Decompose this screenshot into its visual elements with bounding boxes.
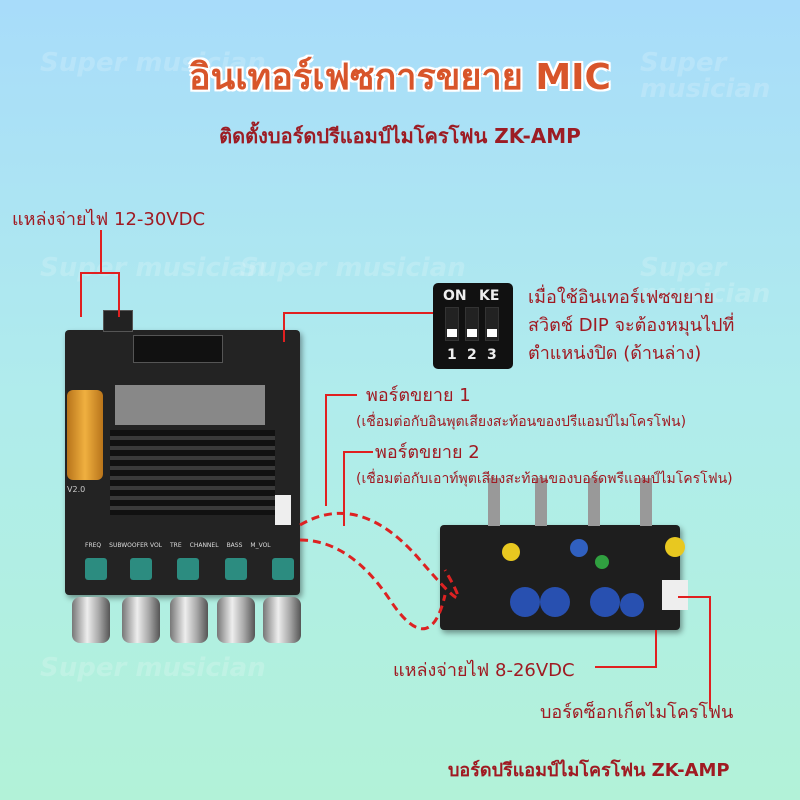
dip-number: 3 — [487, 347, 497, 363]
port2-label: พอร์ตขยาย 2 — [375, 442, 480, 463]
capacitor — [67, 390, 103, 480]
dip-switch-2[interactable] — [465, 307, 479, 341]
watermark: Super musician — [640, 253, 771, 309]
callout-line — [655, 630, 657, 668]
power-main-label: แหล่งจ่ายไฟ 12-30VDC — [12, 209, 206, 230]
dip-switch-1[interactable] — [445, 307, 459, 341]
knob-label: TRE — [170, 542, 182, 549]
watermark: Super musician — [40, 48, 266, 78]
knob-label: BASS — [226, 542, 243, 549]
knob-label: FREQ — [85, 542, 102, 549]
capacitor — [595, 555, 609, 569]
watermark: Super musician — [40, 653, 266, 683]
knob-labels: FREQ SUBWOOFER VOL TRE CHANNEL BASS M_VO… — [85, 542, 305, 549]
amplifier-board: V2.0 FREQ SUBWOOFER VOL TRE CHANNEL BASS… — [65, 310, 300, 595]
cable-port2 — [299, 538, 447, 631]
callout-line — [325, 394, 357, 396]
watermark: Super musician — [40, 253, 266, 283]
callout-line — [709, 596, 711, 709]
expansion-port — [275, 495, 291, 525]
port1-label: พอร์ตขยาย 1 — [366, 385, 471, 406]
potentiometer — [130, 558, 152, 580]
freq-knob[interactable] — [72, 597, 110, 643]
capacitor — [570, 539, 588, 557]
power-preamp-label: แหล่งจ่ายไฟ 8-26VDC — [393, 660, 575, 681]
callout-line — [325, 394, 327, 506]
knob-label: SUBWOOFER VOL — [109, 542, 163, 549]
callout-line — [118, 272, 120, 317]
preamp-knob-shaft[interactable] — [640, 478, 652, 526]
preamp-knob-shaft[interactable] — [588, 478, 600, 526]
dip-ke-label: KE — [479, 288, 500, 304]
knob-label: M_VOL — [250, 542, 271, 549]
bass-knob[interactable] — [217, 597, 255, 643]
dip-note-line: เมื่อใช้อินเทอร์เฟซขยาย — [528, 287, 715, 308]
dip-note: เมื่อใช้อินเทอร์เฟซขยาย สวิตช์ DIP จะต้อ… — [528, 284, 734, 368]
callout-line — [343, 451, 373, 453]
cable-port1 — [299, 511, 460, 600]
mic-socket-connector — [662, 580, 688, 610]
callout-line — [283, 312, 285, 342]
treble-knob[interactable] — [170, 597, 208, 643]
inductors — [115, 385, 265, 425]
dip-switch[interactable]: ON KE 1 2 3 — [433, 283, 513, 369]
callout-line — [80, 272, 120, 274]
preamp-knob-shaft[interactable] — [535, 478, 547, 526]
callout-line — [678, 596, 710, 598]
caption: บอร์ดปรีแอมป์ไมโครโฟน ZK-AMP — [448, 760, 730, 781]
page-subtitle: ติดตั้งบอร์ดปรีแอมป์ไมโครโฟน ZK-AMP — [219, 124, 581, 148]
dip-switch-3[interactable] — [485, 307, 499, 341]
capacitor — [590, 587, 620, 617]
potentiometer — [225, 558, 247, 580]
potentiometer — [177, 558, 199, 580]
callout-line — [343, 451, 345, 526]
board-version: V2.0 — [67, 485, 86, 494]
potentiometer — [272, 558, 294, 580]
callout-line — [283, 312, 433, 314]
preamp-board — [440, 525, 688, 630]
mic-socket-label: บอร์ดซ็อกเก็ตไมโครโฟน — [540, 702, 734, 723]
callout-line — [100, 230, 102, 272]
port1-description: (เชื่อมต่อกับอินพุตเสียงสะท้อนของปรีแอมป… — [356, 414, 687, 430]
dip-number: 1 — [447, 347, 457, 363]
heatsink — [110, 430, 275, 515]
dip-note-line: สวิตช์ DIP จะต้องหมุนไปที่ — [528, 315, 735, 336]
capacitor — [510, 587, 540, 617]
watermark: Super musician — [240, 253, 466, 283]
dip-on-label: ON — [443, 288, 467, 304]
callout-line — [595, 666, 657, 668]
page-title: อินเทอร์เฟซการขยาย MIC — [189, 57, 611, 98]
subwoofer-knob[interactable] — [122, 597, 160, 643]
capacitor — [540, 587, 570, 617]
dip-note-line: ตำแหน่งปิด (ด้านล่าง) — [528, 343, 702, 364]
knob-label: CHANNEL — [189, 542, 219, 549]
callout-line — [80, 272, 82, 317]
master-volume-knob[interactable] — [263, 597, 301, 643]
potentiometer — [85, 558, 107, 580]
capacitor — [502, 543, 520, 561]
dip-number: 2 — [467, 347, 477, 363]
port2-description: (เชื่อมต่อกับเอาท์พุตเสียงสะท้อนของบอร์ด… — [356, 471, 733, 487]
preamp-knob-shaft[interactable] — [488, 478, 500, 526]
capacitor — [665, 537, 685, 557]
capacitor — [620, 593, 644, 617]
speaker-terminals — [133, 335, 223, 363]
watermark: Super musician — [640, 48, 771, 104]
